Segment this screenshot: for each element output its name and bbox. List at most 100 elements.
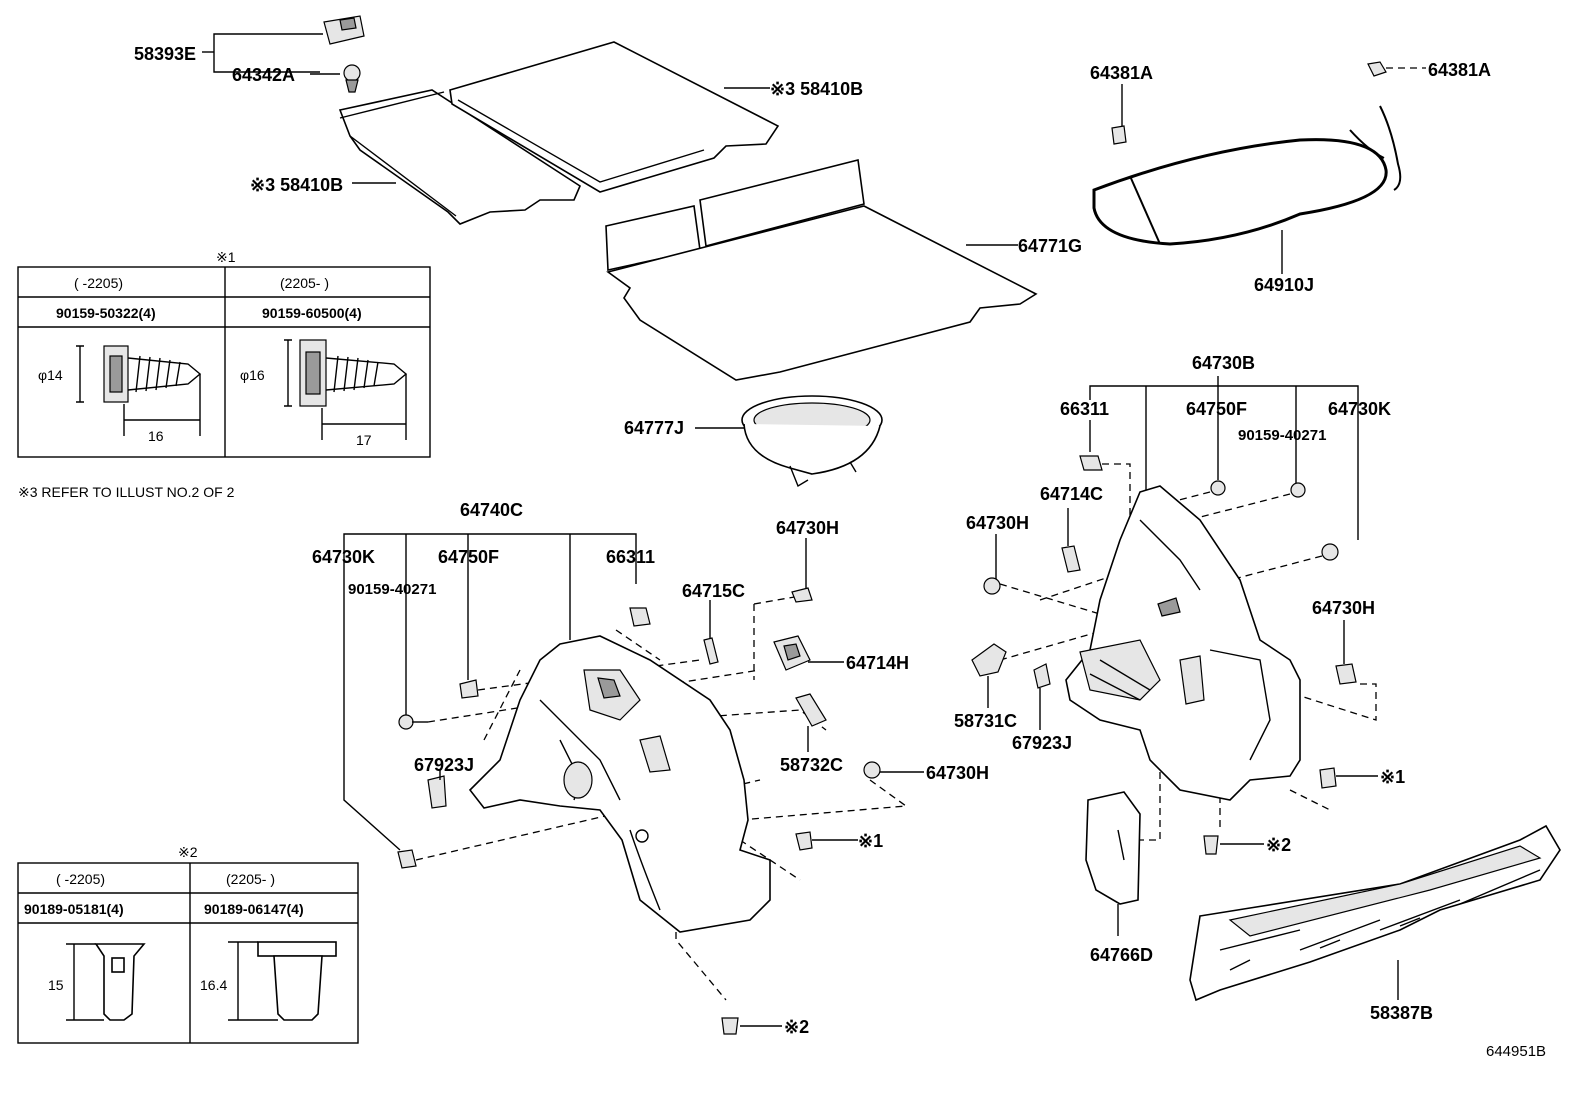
wire-harness-64910j [1092,105,1402,246]
dash-r1 [1102,463,1131,520]
bracket-58732c [795,693,827,727]
label-64750f-right: 64750F [1186,399,1247,419]
scuff-plate-58387b [1189,824,1561,1002]
tray-64777j [741,395,883,488]
side-trim-right-panel [1065,485,1301,801]
bracket-64740c-drops [405,534,571,716]
label-58731c: 58731C [954,711,1017,731]
label-64730h-r1: 64730H [966,513,1029,533]
label-66311-left: 66311 [606,547,655,567]
dash-r10 [1219,760,1331,830]
table2-col1-range: ( -2205) [56,871,105,887]
label-66311-right: 66311 [1060,399,1109,419]
cover-58731c [971,643,1007,677]
table2-col2-range: (2205- ) [226,871,275,887]
cover-64766d [1085,791,1141,905]
label-58387b: 58387B [1370,1003,1433,1023]
label-64714h: 64714H [846,653,909,673]
table1-mark: ※1 [216,249,236,265]
table2-col2-part: 90189-06147(4) [204,901,304,917]
screw-ref1-right [1319,767,1337,789]
table2-col2-len: 16.4 [200,977,227,993]
table-2 [17,862,359,1044]
dash-l5 [483,669,521,741]
clip-90189-05181 [66,943,146,1021]
side-trim-left-panel [468,635,771,933]
dash-l3 [615,629,661,661]
bracket-64730b-drops [1145,376,1297,490]
label-ref2-left: ※2 [784,1017,809,1037]
diagram-id: 644951B [1486,1043,1546,1060]
label-58732c: 58732C [780,755,843,775]
clip-58393e [323,15,365,45]
label-64730k-right: 64730K [1328,399,1391,419]
table1-col2-dia: φ16 [240,367,265,383]
label-ref1-left: ※1 [858,831,883,851]
label-67923j-right: 67923J [1012,733,1072,753]
label-64342a: 64342A [232,65,295,85]
table1-col1-len: 16 [148,428,164,444]
bracket-64730b [1089,385,1359,540]
label-64381a-left: 64381A [1090,63,1153,83]
table1-col1-range: ( -2205) [74,275,123,291]
fasteners-left [397,607,651,869]
bracket-64714h [773,635,811,671]
deck-board-left [338,89,582,225]
clip-64381a-right [1367,61,1387,77]
table1-col2-range: (2205- ) [280,275,329,291]
clip-64715c [703,637,719,665]
label-64730h-r2: 64730H [1312,598,1375,618]
screw-64730h-l2 [863,761,881,779]
clip-ref2-left [721,1017,739,1035]
screw-ref1-left [795,831,813,851]
screw-90159-60500 [284,339,408,440]
label-58393e: 58393E [134,44,196,64]
label-64777j: 64777J [624,418,684,438]
label-ref2-right: ※2 [1266,835,1291,855]
dash-r4 [1229,555,1323,581]
table1-col2-len: 17 [356,432,372,448]
table2-mark: ※2 [178,844,198,860]
label-64730b: 64730B [1192,353,1255,373]
table-1 [17,266,431,458]
label-64740c: 64740C [460,500,523,520]
clip-67923j-right [1033,663,1051,689]
label-ref1-right: ※1 [1380,767,1405,787]
label-58410b-left: ※3 58410B [250,175,343,195]
table1-col1-part: 90159-50322(4) [56,305,156,321]
deck-board-right [449,41,780,193]
label-64715c: 64715C [682,581,745,601]
screw-90159-50322 [76,345,202,436]
label-64714c: 64714C [1040,484,1103,504]
leader-64730k-left [343,546,401,851]
label-64381a-right: 64381A [1428,60,1491,80]
clip-90189-06147 [228,941,337,1021]
label-58410b-top: ※3 58410B [770,79,863,99]
dash-r5 [999,583,1121,621]
label-90159-40271-left: 90159-40271 [348,581,436,598]
clip-64381a-left [1111,125,1127,145]
dash-r6 [1039,559,1161,601]
bracket-64740c [343,533,637,584]
clip-64342a [343,64,361,93]
table1-col1-dia: φ14 [38,367,63,383]
leader-58393e [213,33,323,73]
fasteners-right [983,455,1357,685]
dash-l9 [739,779,908,821]
table2-col1-len: 15 [48,977,64,993]
screw-64730h-l1 [791,587,813,603]
label-64730h-l1: 64730H [776,518,839,538]
label-64730h-l2: 64730H [926,763,989,783]
table1-col2-part: 90159-60500(4) [262,305,362,321]
table2-col1-part: 90189-05181(4) [24,901,124,917]
deck-mat-64771g [605,159,1038,381]
clip-ref2-right [1203,835,1219,855]
label-90159-40271-right: 90159-40271 [1238,427,1326,444]
label-64730k-left: 64730K [312,547,375,567]
label-64766d: 64766D [1090,945,1153,965]
note-refer: ※3 REFER TO ILLUST NO.2 OF 2 [18,484,235,500]
label-64771g: 64771G [1018,236,1082,256]
label-64910j: 64910J [1254,275,1314,295]
label-67923j-left: 67923J [414,755,474,775]
